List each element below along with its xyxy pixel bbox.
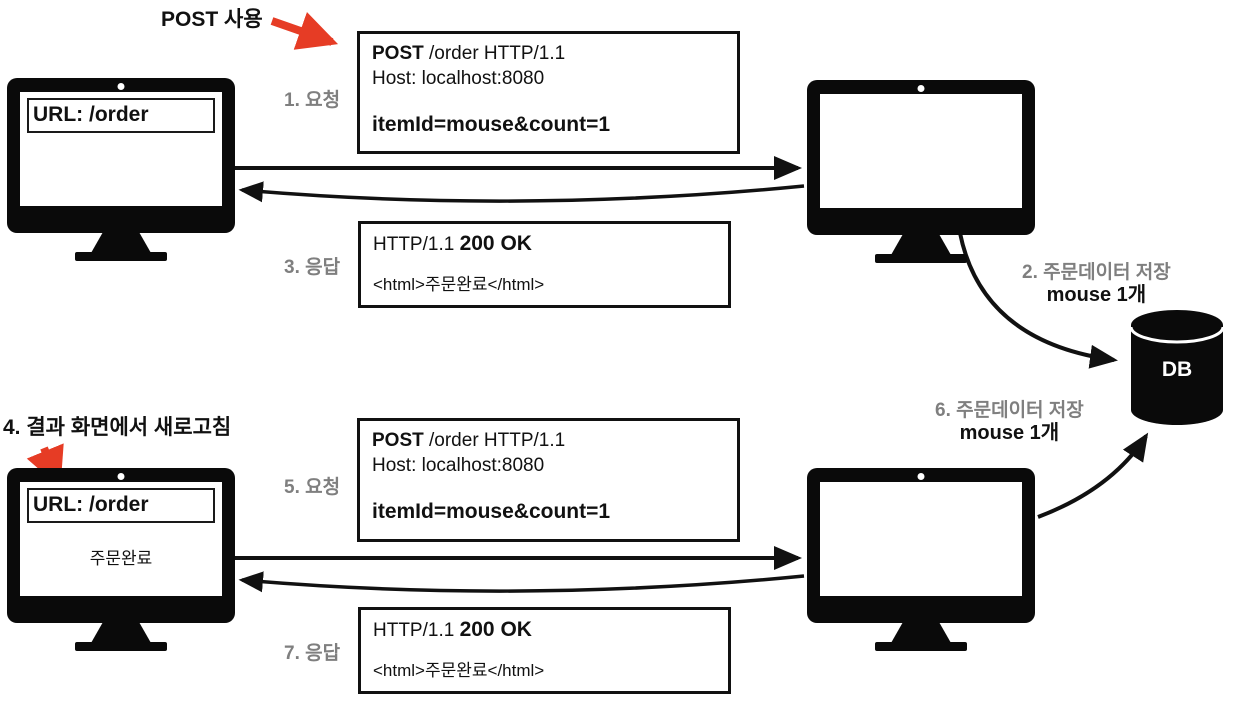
request-method: POST: [372, 430, 424, 451]
monitor-stand-base: [875, 254, 967, 263]
camera-icon: [917, 473, 925, 480]
step7-response-label: 7. 응답: [284, 643, 341, 664]
monitor-stand-base: [875, 642, 967, 651]
server-monitor-top: [807, 80, 1035, 264]
save-order-note-step2: 2. 주문데이터 저장 mouse 1개: [1022, 261, 1171, 307]
request-line-top: POST /order HTTP/1.1: [372, 41, 725, 66]
response-body: <html>주문완료</html>: [373, 661, 545, 680]
request-body: itemId=mouse&count=1: [372, 113, 611, 136]
monitor-frame: [807, 468, 1035, 623]
url-bar: URL: /order: [27, 488, 215, 523]
monitor-stand-base: [75, 642, 167, 651]
response-arrow-bottom-icon: [238, 571, 805, 593]
server-screen: [820, 482, 1022, 596]
client-monitor-bottom: URL: /order 주문완료: [7, 468, 235, 652]
monitor-stand: [91, 232, 151, 253]
save-note-line2: mouse 1개: [1046, 284, 1147, 306]
request-message-bottom: POST /order HTTP/1.1 Host: localhost:808…: [357, 418, 740, 542]
response-body: <html>주문완료</html>: [373, 275, 545, 294]
camera-icon: [117, 83, 125, 90]
response-status: 200 OK: [459, 618, 532, 641]
request-host-header: Host: localhost:8080: [372, 68, 545, 89]
save-note-line1: 6. 주문데이터 저장: [935, 400, 1084, 421]
response-http-version: HTTP/1.1: [373, 234, 460, 255]
step1-request-label: 1. 요청: [284, 90, 341, 111]
camera-icon: [917, 85, 925, 92]
request-line-top: POST /order HTTP/1.1: [372, 428, 725, 453]
database-icon: DB: [1129, 310, 1225, 425]
response-status-line: HTTP/1.1 200 OK: [373, 231, 716, 257]
response-message-bottom: HTTP/1.1 200 OK <html>주문완료</html>: [358, 607, 731, 694]
save-order-arrow-step6-icon: [1037, 432, 1149, 519]
monitor-frame: [807, 80, 1035, 235]
db-label: DB: [1162, 358, 1192, 381]
monitor-frame: URL: /order: [7, 78, 235, 233]
save-note-line2: mouse 1개: [959, 422, 1060, 444]
monitor-stand: [891, 234, 951, 255]
camera-icon: [117, 473, 125, 480]
browser-screen: URL: /order: [20, 92, 222, 206]
server-monitor-bottom: [807, 468, 1035, 652]
response-message-top: HTTP/1.1 200 OK <html>주문완료</html>: [358, 221, 731, 308]
save-order-note-step6: 6. 주문데이터 저장 mouse 1개: [935, 399, 1084, 445]
request-message-top: POST /order HTTP/1.1 Host: localhost:808…: [357, 31, 740, 154]
post-usage-red-arrow-icon: [270, 12, 339, 50]
response-arrow-top-icon: [238, 181, 805, 203]
url-bar: URL: /order: [27, 98, 215, 133]
monitor-stand-base: [75, 252, 167, 261]
order-complete-text: 주문완료: [89, 549, 153, 568]
server-screen: [820, 94, 1022, 208]
request-target: /order HTTP/1.1: [423, 430, 566, 451]
client-monitor-top: URL: /order: [7, 78, 235, 262]
save-note-line1: 2. 주문데이터 저장: [1022, 262, 1171, 283]
request-host-header: Host: localhost:8080: [372, 455, 545, 476]
monitor-stand: [91, 622, 151, 643]
response-status: 200 OK: [459, 232, 532, 255]
refresh-note: 4. 결과 화면에서 새로고침: [3, 416, 232, 439]
request-method: POST: [372, 43, 424, 64]
step5-request-label: 5. 요청: [284, 477, 341, 498]
request-target: /order HTTP/1.1: [423, 43, 566, 64]
request-body: itemId=mouse&count=1: [372, 500, 611, 523]
step3-response-label: 3. 응답: [284, 257, 341, 278]
post-usage-note: POST 사용: [161, 8, 263, 31]
response-status-line: HTTP/1.1 200 OK: [373, 617, 716, 643]
monitor-stand: [891, 622, 951, 643]
response-http-version: HTTP/1.1: [373, 620, 460, 641]
monitor-frame: URL: /order 주문완료: [7, 468, 235, 623]
browser-screen: URL: /order 주문완료: [20, 482, 222, 596]
